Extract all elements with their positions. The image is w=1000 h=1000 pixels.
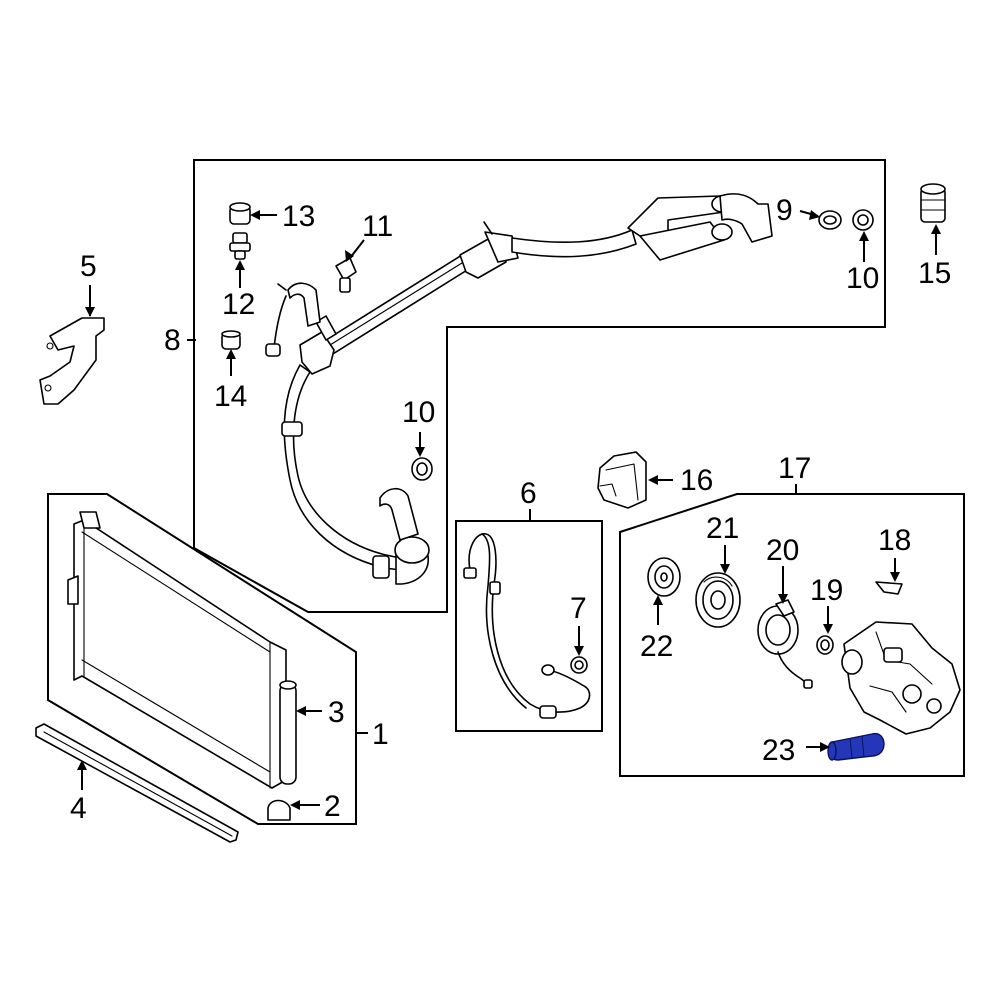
- callout-22: 22: [640, 630, 673, 663]
- callout-4: 4: [70, 792, 87, 825]
- part-13-cap[interactable]: [229, 202, 251, 225]
- callout-14: 14: [214, 380, 247, 413]
- part-5-bracket[interactable]: [39, 317, 105, 405]
- callout-6: 6: [520, 477, 537, 510]
- part-10-o-ring-top[interactable]: [852, 209, 874, 231]
- callout-5: 5: [80, 250, 97, 283]
- callout-15: 15: [918, 257, 951, 290]
- callout-20: 20: [766, 534, 799, 567]
- part-6-liquid-line[interactable]: [463, 533, 591, 719]
- callout-17: 17: [778, 452, 811, 485]
- callout-7: 7: [570, 592, 587, 625]
- callout-8: 8: [164, 324, 181, 357]
- callout-19: 19: [810, 574, 843, 607]
- callout-2: 2: [324, 790, 341, 823]
- part-9-o-ring[interactable]: [818, 210, 842, 230]
- part-3-receiver-drier[interactable]: [279, 680, 297, 785]
- callout-16: 16: [680, 464, 713, 497]
- part-14-cap[interactable]: [221, 330, 241, 350]
- part-12-valve-core[interactable]: [229, 232, 251, 260]
- group-box-8: [193, 159, 886, 613]
- part-4-seal-strip[interactable]: [35, 723, 239, 843]
- part-10-o-ring-lower[interactable]: [411, 457, 433, 481]
- group-box-6: [455, 520, 603, 732]
- leader-arrows: [77, 210, 941, 810]
- callout-9: 9: [776, 194, 793, 227]
- callout-12: 12: [222, 288, 255, 321]
- callout-10-lower: 10: [402, 396, 435, 429]
- callout-1: 1: [372, 718, 389, 751]
- part-15-pressure-switch[interactable]: [920, 183, 946, 223]
- callout-11: 11: [362, 210, 393, 243]
- part-1-condenser[interactable]: [67, 511, 287, 789]
- callout-10-top: 10: [846, 262, 879, 295]
- part-8-hose-assembly[interactable]: [265, 193, 773, 585]
- part-22-clutch-hub[interactable]: [647, 557, 681, 597]
- callout-18: 18: [878, 524, 911, 557]
- callout-21: 21: [706, 512, 739, 545]
- part-16-cover[interactable]: [597, 451, 647, 509]
- callout-13: 13: [282, 200, 315, 233]
- callout-23: 23: [762, 734, 795, 767]
- part-21-pulley[interactable]: [695, 572, 741, 628]
- part-2-cap[interactable]: [267, 799, 291, 821]
- part-19-snap-ring[interactable]: [816, 635, 834, 655]
- part-18-shim[interactable]: [875, 581, 903, 595]
- callout-3: 3: [328, 696, 345, 729]
- part-20-field-coil[interactable]: [757, 599, 813, 689]
- part-7-o-ring[interactable]: [570, 656, 588, 674]
- part-17-compressor[interactable]: [841, 621, 961, 735]
- part-23-relief-valve[interactable]: [827, 732, 885, 761]
- part-11-sensor[interactable]: [335, 257, 357, 293]
